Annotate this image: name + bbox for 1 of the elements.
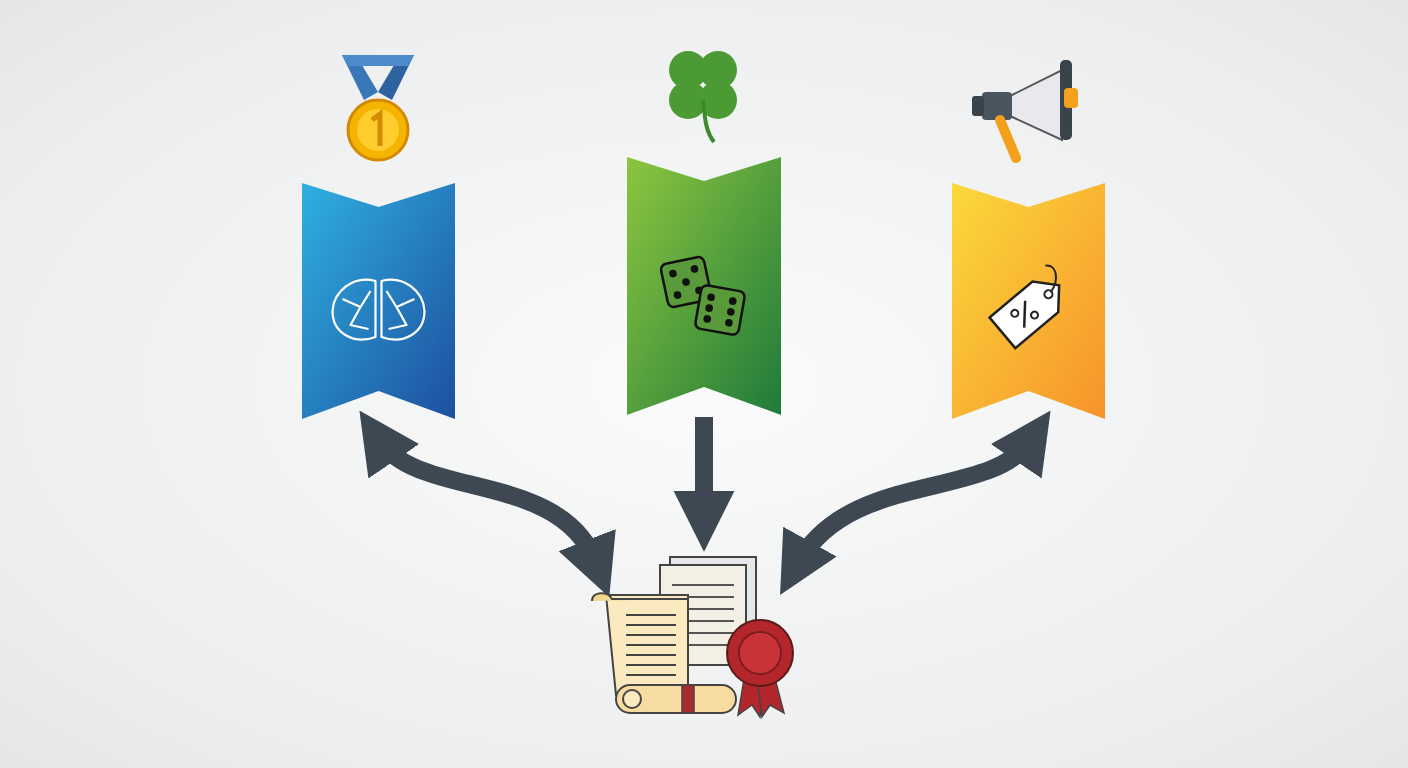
- arrow: [673, 417, 735, 552]
